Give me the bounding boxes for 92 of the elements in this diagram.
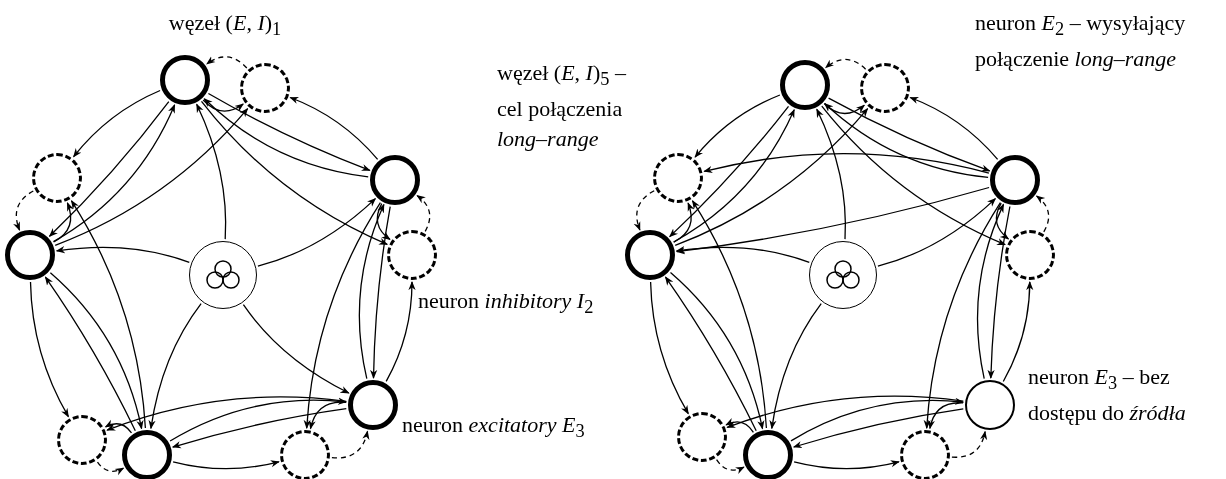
- dashed-arrow: [951, 430, 987, 458]
- dashed-neuron-node: [1005, 230, 1055, 280]
- arrow: [196, 103, 227, 240]
- arrow: [674, 108, 869, 247]
- arrow: [669, 271, 765, 430]
- neuron-node: [370, 155, 420, 205]
- arrow: [995, 202, 1010, 240]
- arrow: [909, 96, 999, 161]
- arrow: [816, 108, 846, 240]
- arrow: [691, 200, 768, 429]
- arrow: [675, 246, 810, 264]
- arrow: [675, 186, 990, 255]
- neuron-node: [348, 380, 398, 430]
- dashed-arrow: [825, 58, 867, 70]
- arrow: [792, 408, 964, 449]
- arrow: [649, 281, 689, 415]
- arrow: [53, 202, 74, 243]
- arrow: [55, 246, 190, 264]
- dashed-arrow: [1035, 195, 1050, 233]
- arrow: [72, 89, 161, 158]
- arrow: [385, 281, 416, 383]
- arrow: [823, 103, 865, 115]
- dashed-neuron-node: [653, 153, 703, 203]
- neuron-node: [5, 230, 55, 280]
- node-caption: neuron E$_{3}$ – bez dostępu do źródła: [1028, 363, 1187, 428]
- arrow: [824, 102, 989, 179]
- arrow: [172, 460, 280, 470]
- arrow: [769, 303, 822, 430]
- node-caption: neuron E$_{2}$ – wysyłający połączenie long–range: [975, 9, 1187, 74]
- neuron-node: [780, 60, 830, 110]
- arrow: [148, 302, 202, 430]
- dashed-neuron-node: [57, 415, 107, 465]
- dashed-neuron-node: [387, 230, 437, 280]
- arrow: [70, 200, 147, 429]
- arrow: [257, 197, 377, 267]
- arrow: [54, 108, 249, 247]
- dashed-neuron-node: [32, 153, 82, 203]
- arrow: [725, 418, 755, 433]
- arrow: [673, 202, 695, 243]
- dashed-arrow: [206, 56, 248, 69]
- node-caption: węzeł (E, I)$_{1}$: [167, 9, 283, 42]
- dashed-neuron-node: [860, 63, 910, 113]
- dashed-neuron-node: [677, 412, 727, 462]
- arrow: [203, 98, 369, 178]
- arrow: [923, 202, 1002, 429]
- arrow: [976, 203, 1005, 380]
- arrow: [827, 97, 991, 172]
- neuron-node: [122, 430, 172, 479]
- dashed-neuron-node: [240, 63, 290, 113]
- dashed-arrow: [331, 430, 369, 459]
- arrow: [44, 276, 136, 432]
- arrow: [207, 92, 371, 172]
- neuron-node: [160, 55, 210, 105]
- arrow: [821, 105, 1006, 246]
- dashed-neuron-node: [280, 430, 330, 479]
- arrow: [793, 460, 900, 470]
- arrow: [928, 402, 964, 430]
- node-caption: węzeł (E, I)$_{5}$ – cel połączenia long–range: [497, 59, 627, 154]
- neuron-node: [965, 380, 1015, 430]
- arrow: [289, 96, 379, 161]
- arrow: [169, 397, 348, 442]
- arrow: [49, 272, 144, 430]
- arrow: [726, 395, 964, 429]
- arrow: [376, 202, 391, 241]
- arrow: [242, 304, 350, 394]
- arrow: [694, 94, 781, 158]
- arrow: [664, 276, 757, 432]
- node-caption: neuron excitatory E$_{3}$: [402, 411, 586, 444]
- arrow: [303, 202, 382, 429]
- dashed-arrow: [96, 461, 125, 475]
- dashed-arrow: [416, 194, 431, 233]
- arrow: [790, 397, 965, 442]
- arrow: [104, 420, 133, 434]
- arrow: [1002, 281, 1034, 383]
- arrow: [877, 197, 997, 267]
- arrow: [171, 408, 347, 449]
- arrow: [987, 205, 1011, 379]
- dashed-arrow: [633, 190, 655, 231]
- dashed-neuron-node: [900, 430, 950, 479]
- dashed-arrow: [13, 190, 34, 231]
- arrow: [29, 281, 70, 418]
- arrow: [106, 396, 347, 431]
- arrow: [200, 100, 388, 246]
- neuron-node: [743, 430, 793, 479]
- arrow: [358, 203, 385, 380]
- neuron-node: [625, 230, 675, 280]
- arrow: [703, 153, 990, 174]
- node-caption: neuron inhibitory I$_{2}$: [418, 287, 595, 320]
- neuron-node: [990, 155, 1040, 205]
- dashed-arrow: [715, 459, 745, 474]
- arrow: [370, 205, 391, 379]
- arrow: [202, 99, 244, 112]
